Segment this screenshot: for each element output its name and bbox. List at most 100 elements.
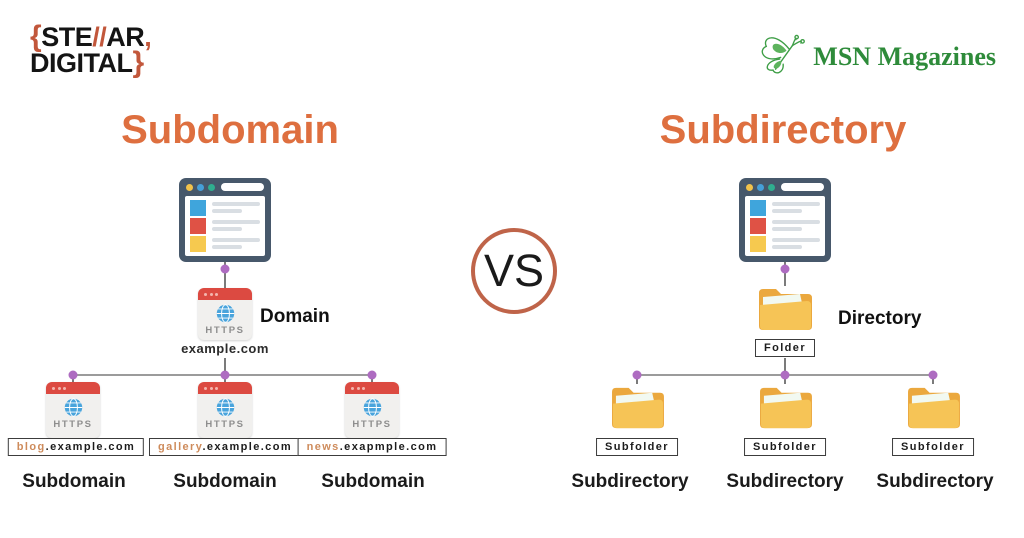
connector-dot: [220, 264, 230, 274]
subdirectory-caption: Subdirectory: [571, 471, 689, 492]
text-line-icon: [772, 238, 820, 242]
text-line-icon: [772, 202, 820, 206]
root-url-label: example.com: [181, 341, 269, 356]
https-icon-titlebar: [46, 382, 100, 394]
connector-line: [932, 375, 934, 384]
subdomain-https-icon: HTTPS: [345, 382, 399, 438]
connector-line: [784, 262, 786, 286]
subdomain-url-box: blog.example.com: [7, 438, 145, 456]
connector-dot: [220, 370, 230, 380]
window-dot-blue-icon: [197, 183, 204, 191]
connector-line: [784, 375, 786, 384]
logo-close-brace: }: [132, 46, 144, 79]
subdomain-caption: Subdomain: [321, 471, 425, 492]
msn-magazines-text: MSN Magazines: [813, 41, 996, 71]
subdomain-https-icon: HTTPS: [46, 382, 100, 438]
window-dot-green-icon: [768, 183, 775, 191]
https-label: HTTPS: [53, 419, 93, 430]
thumbnail-red-icon: [750, 218, 766, 234]
browser-titlebar: [739, 178, 831, 196]
subdomain-caption: Subdomain: [173, 471, 277, 492]
thumbnail-yellow-icon: [750, 236, 766, 252]
globe-icon: [64, 398, 82, 417]
thumbnail-blue-icon: [750, 200, 766, 216]
browser-titlebar: [179, 178, 271, 196]
https-label: HTTPS: [205, 419, 245, 430]
window-dot-blue-icon: [757, 183, 764, 191]
stellar-logo-line1: {STE//AR,: [30, 20, 152, 53]
folder-tag-box: Folder: [754, 339, 816, 357]
vs-badge: VS: [471, 228, 557, 314]
thumbnail-red-icon: [190, 218, 206, 234]
subdomain-url-box: news.exapmple.com: [297, 438, 447, 456]
connector-dot: [632, 370, 642, 380]
browser-content: [745, 196, 825, 256]
text-line-icon: [212, 209, 242, 213]
thumbnail-yellow-icon: [190, 236, 206, 252]
text-line-icon: [772, 227, 802, 231]
stellar-logo-line2: DIGITAL}: [30, 46, 144, 79]
butterfly-icon: [757, 30, 811, 83]
globe-icon: [216, 304, 234, 323]
subfolder-tag-box: Subfolder: [744, 438, 826, 456]
subdomain-suffix: .exapmple.com: [339, 441, 438, 453]
subdomain-prefix: news: [306, 441, 340, 453]
right-heading: Subdirectory: [659, 108, 907, 152]
text-line-icon: [212, 238, 260, 242]
subdirectory-caption: Subdirectory: [726, 471, 844, 492]
connector-dot: [367, 370, 377, 380]
thumbnail-blue-icon: [190, 200, 206, 216]
stellar-digital-logo: {STE//AR, DIGITAL}: [30, 20, 152, 79]
text-line-icon: [772, 245, 802, 249]
text-line-icon: [772, 220, 820, 224]
browser-content: [185, 196, 265, 256]
window-dot-yellow-icon: [746, 183, 753, 191]
globe-icon: [216, 398, 234, 417]
connector-line: [224, 262, 226, 290]
globe-icon: [363, 398, 381, 417]
window-dot-yellow-icon: [186, 183, 193, 191]
subdomain-suffix: .example.com: [202, 441, 293, 453]
connector-line: [636, 375, 638, 384]
address-bar-icon: [221, 183, 264, 191]
logo-comma: ,: [144, 22, 152, 52]
subfolder-icon: [908, 387, 960, 429]
subdirectory-caption: Subdirectory: [876, 471, 994, 492]
directory-folder-icon: [759, 289, 812, 330]
text-line-icon: [212, 245, 242, 249]
https-label: HTTPS: [352, 419, 392, 430]
text-line-icon: [212, 220, 260, 224]
text-line-icon: [212, 227, 242, 231]
https-icon-titlebar: [198, 288, 252, 300]
connector-dot: [68, 370, 78, 380]
directory-label: Directory: [838, 308, 922, 329]
connector-line: [784, 358, 786, 375]
connector-dot: [928, 370, 938, 380]
subdomain-prefix: gallery: [157, 441, 203, 453]
subfolder-icon: [612, 387, 664, 429]
subfolder-tag-box: Subfolder: [892, 438, 974, 456]
connector-line: [224, 358, 226, 375]
logo-open-brace: {: [30, 20, 42, 53]
connector-dot: [780, 264, 790, 274]
subdomain-https-icon: HTTPS: [198, 382, 252, 438]
subdomain-caption: Subdomain: [22, 471, 126, 492]
msn-magazines-logo: MSN Magazines: [757, 30, 996, 83]
browser-window-icon-right: [739, 178, 831, 262]
https-label: HTTPS: [205, 325, 245, 336]
browser-window-icon-left: [179, 178, 271, 262]
window-dot-green-icon: [208, 183, 215, 191]
subdomain-url-box: gallery.example.com: [148, 438, 302, 456]
domain-label: Domain: [260, 306, 330, 327]
https-icon-titlebar: [198, 382, 252, 394]
subdomain-suffix: .example.com: [45, 441, 136, 453]
text-line-icon: [212, 202, 260, 206]
https-icon-titlebar: [345, 382, 399, 394]
connector-dot: [780, 370, 790, 380]
address-bar-icon: [781, 183, 824, 191]
domain-https-icon: HTTPS: [198, 288, 252, 340]
subfolder-icon: [760, 387, 812, 429]
left-heading: Subdomain: [121, 108, 339, 152]
text-line-icon: [772, 209, 802, 213]
